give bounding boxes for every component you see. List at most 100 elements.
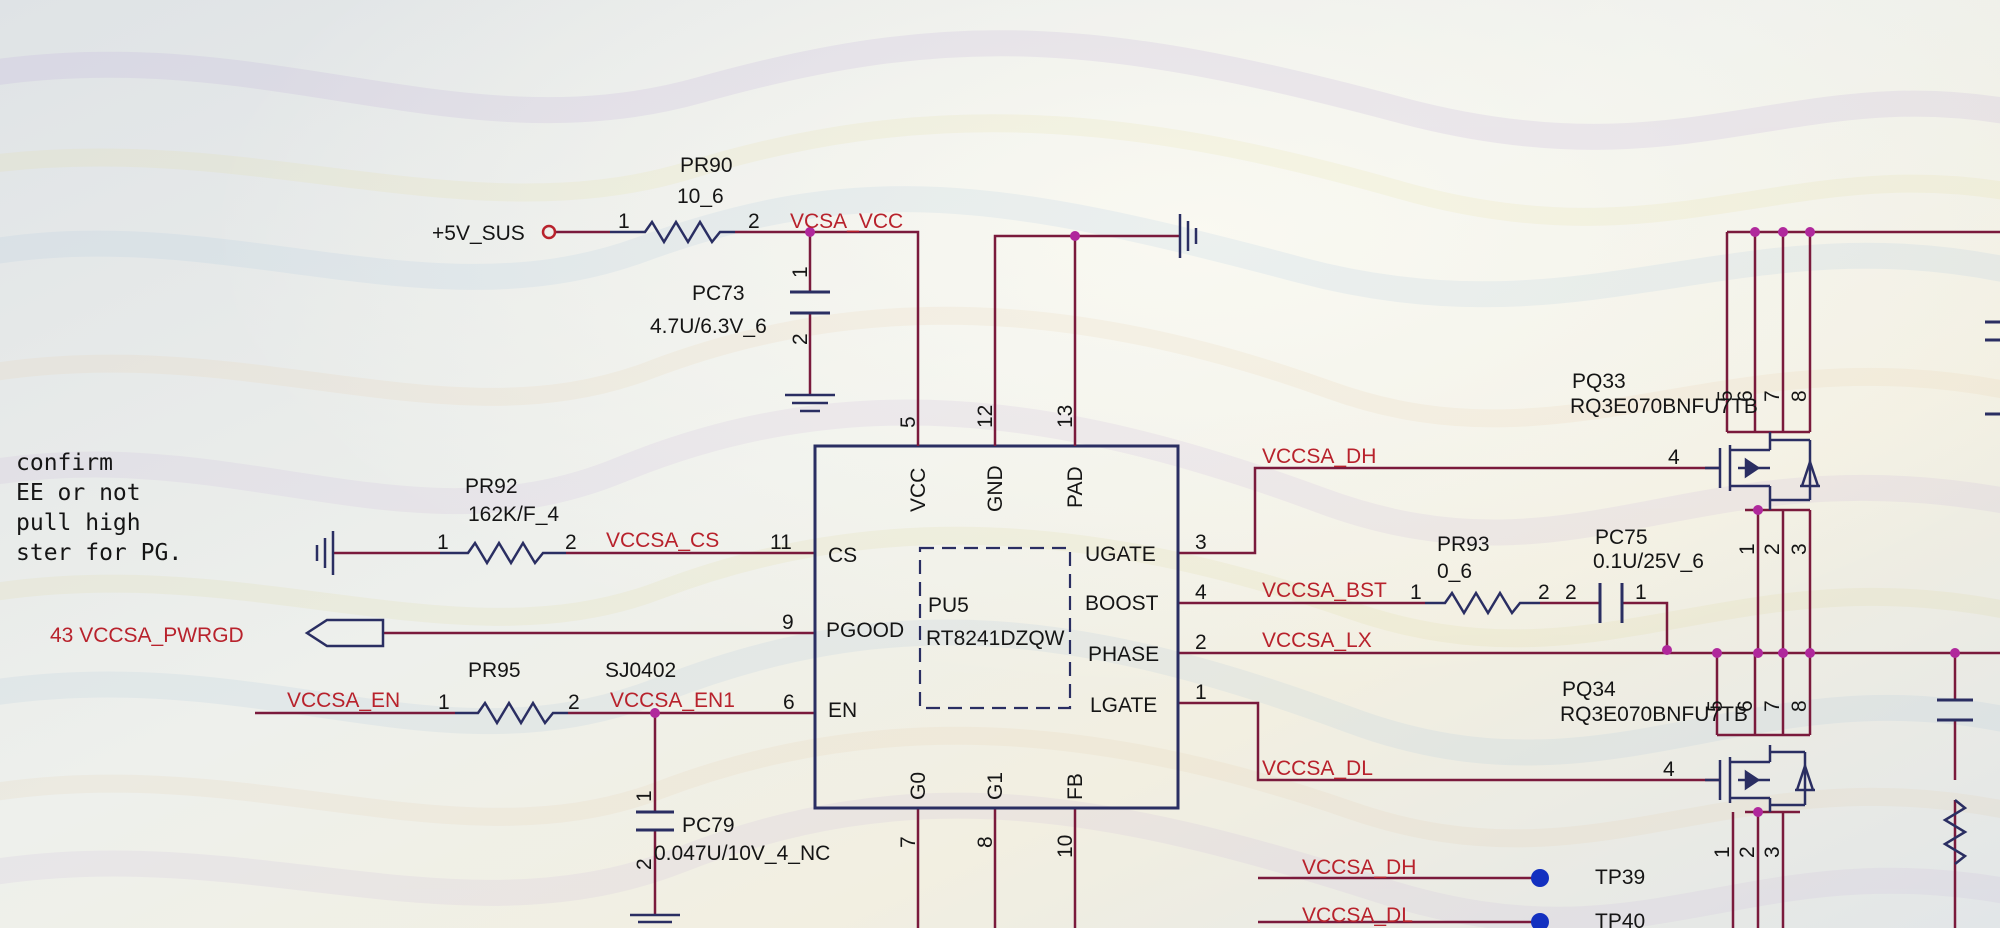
pq33-pin8: 8	[1788, 390, 1811, 402]
ic-pin-pad-name: PAD	[1064, 466, 1087, 508]
sj0402-ref: SJ0402	[605, 659, 676, 682]
net-vccsa-dh: VCCSA_DH	[1262, 445, 1376, 468]
junction-lx4	[1805, 648, 1815, 658]
net-vccsa-dl: VCCSA_DL	[1262, 757, 1373, 780]
supply-terminal	[541, 224, 557, 240]
ic-pin-g1-name: G1	[984, 772, 1007, 800]
pc75-capacitor-symbol	[1598, 583, 1624, 623]
junction-pq34-s	[1753, 807, 1763, 817]
pr90-pin2: 2	[748, 210, 760, 233]
pq33-pin1: 1	[1736, 543, 1759, 555]
ground-symbol-cs	[315, 531, 335, 575]
pq34-pin8: 8	[1788, 700, 1811, 712]
junction-pq33-s	[1753, 505, 1763, 515]
moire-bands	[0, 30, 2000, 928]
junction-en1	[650, 708, 660, 718]
junction-vcc	[805, 227, 815, 237]
right-edge-partial	[1985, 320, 2000, 416]
wire-ugate	[1178, 466, 1720, 555]
junction-top3	[1805, 227, 1815, 237]
ground-symbol-pad	[1178, 214, 1198, 258]
ic-pin-en-num: 6	[783, 691, 795, 714]
component-labels: +5V_SUS PR90 10_6 1 2 PC73 4.7U/6.3V_6 1…	[432, 154, 1811, 928]
pr90-pin1: 1	[618, 210, 630, 233]
pq33-pin6: 6	[1734, 390, 1757, 402]
tp39-dot	[1531, 869, 1549, 887]
pc79-value: 0.047U/10V_4_NC	[654, 842, 830, 865]
pr92-ref: PR92	[465, 475, 518, 498]
pr93-resistor-symbol	[1425, 590, 1540, 616]
ic-pin-en-name: EN	[828, 699, 857, 722]
pr92-value: 162K/F_4	[468, 503, 559, 526]
ic-pin-vcc-num: 5	[897, 416, 920, 428]
pr92-resistor-symbol	[440, 540, 566, 566]
wire-pq33-bot	[1745, 508, 1812, 653]
pr93-pin1: 1	[1410, 581, 1422, 604]
wire-pq34-top	[1715, 653, 1812, 737]
pq34-pin5: 5	[1704, 700, 1727, 712]
net-tp40: VCCSA_DL	[1302, 904, 1413, 927]
right-edge-resistor-symbol	[1942, 799, 1968, 865]
ic-pin-boost-num: 4	[1195, 581, 1207, 604]
ic-pin-ugate-num: 3	[1195, 531, 1207, 554]
pc73-pin1: 1	[789, 266, 812, 278]
pc73-pin2: 2	[789, 333, 812, 345]
tp40-ref: TP40	[1595, 910, 1645, 928]
junction-lx2	[1753, 648, 1763, 658]
pc79-pin1: 1	[633, 790, 656, 802]
note-line-2: EE or not	[16, 480, 141, 506]
junction-lx5	[1950, 648, 1960, 658]
ic-pin-pgood-num: 9	[782, 611, 794, 634]
ic-labels: PU5 RT8241DZQW VCC GND PAD 5 12 13 CS PG…	[770, 405, 1207, 858]
pc79-pin2: 2	[633, 858, 656, 870]
ic-pin-g0-num: 7	[897, 836, 920, 848]
ic-pin-boost-name: BOOST	[1085, 592, 1159, 615]
net-vccsa-en: VCCSA_EN	[287, 689, 400, 712]
net-vccsa-en1: VCCSA_EN1	[610, 689, 735, 712]
ic-pin-cs-name: CS	[828, 544, 857, 567]
wires	[255, 230, 2000, 928]
wire-pq33-top	[1725, 230, 2000, 434]
pq34-pin7: 7	[1761, 700, 1784, 712]
designer-note: confirm EE or not pull high ster for PG.	[16, 450, 182, 566]
net-vccsa-pwrgd: 43 VCCSA_PWRGD	[50, 624, 244, 647]
pq33-pin7: 7	[1761, 390, 1784, 402]
pr90-value: 10_6	[677, 185, 724, 208]
pq33-pin3: 3	[1788, 543, 1811, 555]
tp40-dot	[1531, 913, 1549, 928]
wire-lgate	[1178, 701, 1720, 782]
ground-symbol-pc73	[785, 393, 835, 413]
junctions	[650, 227, 1960, 817]
pq34-ref: PQ34	[1562, 678, 1616, 701]
pq33-ref: PQ33	[1572, 370, 1626, 393]
junction-pad	[1070, 231, 1080, 241]
wire-boost3	[1622, 601, 1669, 650]
supply-label: +5V_SUS	[432, 222, 525, 245]
pq33-gate-pin: 4	[1668, 446, 1680, 469]
ic-exposed-pad-outline	[918, 546, 1072, 710]
junction-bst	[1662, 645, 1672, 655]
junction-lx1	[1712, 648, 1722, 658]
pr92-pin1: 1	[437, 531, 449, 554]
pc73-capacitor-symbol	[790, 290, 830, 315]
pq34-mosfet-symbol	[1705, 745, 1815, 812]
ic-ref: PU5	[928, 594, 969, 617]
ic-pin-lgate-num: 1	[1195, 681, 1207, 704]
ic-pin-phase-name: PHASE	[1088, 643, 1159, 666]
pr95-pin1: 1	[438, 691, 450, 714]
net-vcsa-vcc: VCSA_VCC	[790, 210, 903, 233]
pr93-value: 0_6	[1437, 560, 1472, 583]
pq34-value: RQ3E070BNFU7TB	[1560, 703, 1748, 726]
pq33-pin2: 2	[1761, 543, 1784, 555]
note-line-3: pull high	[16, 510, 141, 536]
ic-pin-g1-num: 8	[974, 836, 997, 848]
wire-pq34-bot	[1731, 810, 1800, 928]
ic-pin-stubs	[916, 432, 1077, 446]
pq34-pin6: 6	[1734, 700, 1757, 712]
ic-pin-vcc-name: VCC	[907, 468, 930, 512]
pr90-ref: PR90	[680, 154, 733, 177]
pc73-value: 4.7U/6.3V_6	[650, 315, 767, 338]
ic-body	[813, 444, 1180, 810]
tp39-ref: TP39	[1595, 866, 1645, 889]
